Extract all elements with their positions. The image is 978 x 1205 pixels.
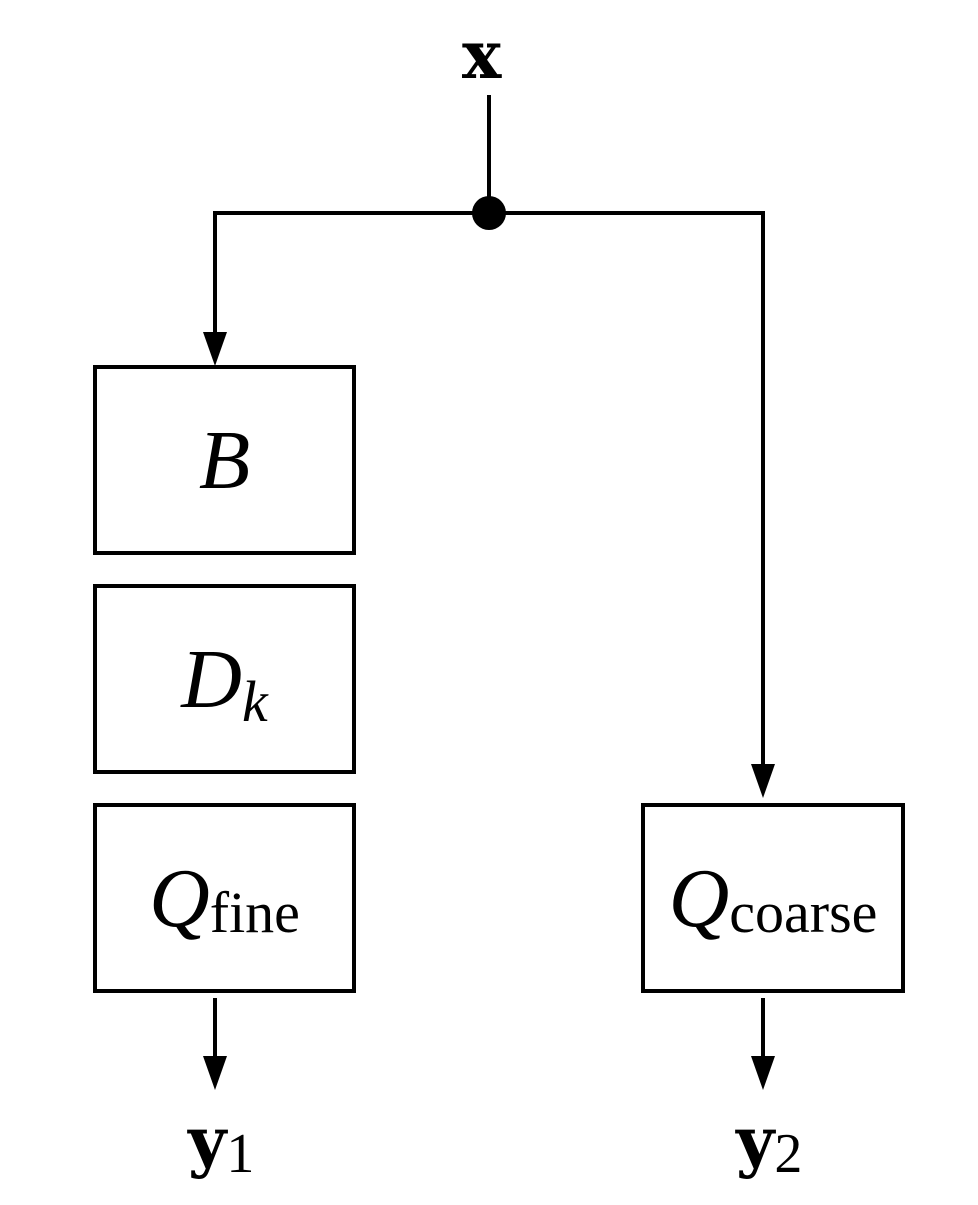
output-y2-label: y2: [736, 1108, 802, 1182]
block-Qcoarse-sub: coarse: [729, 879, 878, 945]
block-Dk-box: [93, 584, 356, 774]
output-y1-sub: 1: [226, 1123, 255, 1185]
right-branch-arrowhead: [751, 764, 775, 798]
input-x-label: x: [462, 16, 502, 94]
junction-dot: [472, 196, 506, 230]
output-y1-label: y1: [188, 1108, 254, 1182]
block-B-box: [93, 365, 356, 555]
output-arrowhead-1: [203, 1056, 227, 1090]
block-Qfine-main: Q: [149, 851, 210, 945]
block-Qcoarse-main: Q: [668, 851, 730, 945]
block-Dk-main: D: [181, 632, 242, 726]
output-y2-sub: 2: [774, 1123, 803, 1185]
output-y2-symbol: y: [736, 1102, 775, 1180]
block-B-label: B: [95, 367, 354, 553]
left-branch-arrowhead: [203, 332, 227, 366]
block-Qcoarse-box: [641, 803, 905, 993]
output-arrowhead-2: [751, 1056, 775, 1090]
output-y1-symbol: y: [188, 1102, 227, 1180]
block-Dk-sub: k: [241, 668, 268, 734]
block-B-main: B: [198, 413, 251, 507]
block-Qfine-box: [93, 803, 356, 993]
block-Qfine-sub: fine: [209, 879, 300, 945]
